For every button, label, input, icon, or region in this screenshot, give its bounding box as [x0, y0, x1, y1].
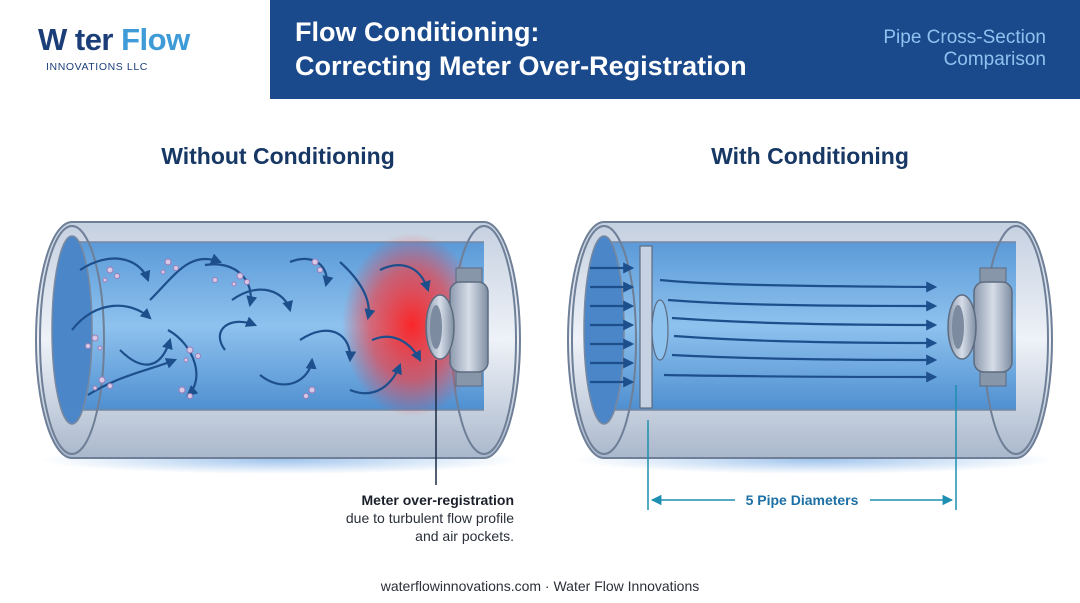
left-flow-meter: [425, 267, 489, 387]
left-panel-title: Without Conditioning: [161, 143, 395, 169]
logo-subtitle: INNOVATIONS LLC: [46, 61, 148, 73]
title-banner: [270, 0, 1080, 99]
header: W ter Flow INNOVATIONS LLC Flow Conditio…: [0, 0, 1080, 99]
right-flow-meter: [947, 267, 1013, 387]
note-line-2: due to turbulent flow profile: [345, 510, 514, 526]
flow-conditioner-plate: [639, 245, 669, 409]
logo: W ter Flow INNOVATIONS LLC: [0, 0, 270, 99]
logo-flow-text: Flow: [121, 22, 190, 57]
dimension-marker: [647, 385, 957, 510]
right-panel-title: With Conditioning: [711, 143, 909, 169]
over-registration-note: Meter over-registration due to turbulent…: [300, 491, 514, 545]
note-line-3: and air pockets.: [415, 528, 514, 544]
turbulent-flow-arrows: [71, 253, 431, 397]
page-title: Flow Conditioning: Correcting Meter Over…: [295, 15, 747, 83]
footer: waterflowinnovations.com · Water Flow In…: [380, 578, 700, 594]
distance-label: 5 Pipe Diameters: [745, 492, 859, 508]
conditioned-flow-arrows: [659, 278, 938, 383]
air-bubbles: [85, 258, 323, 399]
logo-water-text: W ter: [38, 22, 114, 57]
subtitle-line-2: Comparison: [943, 49, 1046, 70]
title-line-2: Correcting Meter Over-Registration: [295, 51, 747, 81]
title-line-1: Flow Conditioning:: [295, 17, 540, 47]
logo-wordmark: W ter Flow: [38, 22, 190, 58]
subtitle-line-1: Pipe Cross-Section: [883, 27, 1046, 48]
note-heading: Meter over-registration: [361, 492, 514, 508]
page-subtitle: Pipe Cross-Section Comparison: [883, 27, 1046, 71]
inlet-arrows: [590, 262, 635, 388]
